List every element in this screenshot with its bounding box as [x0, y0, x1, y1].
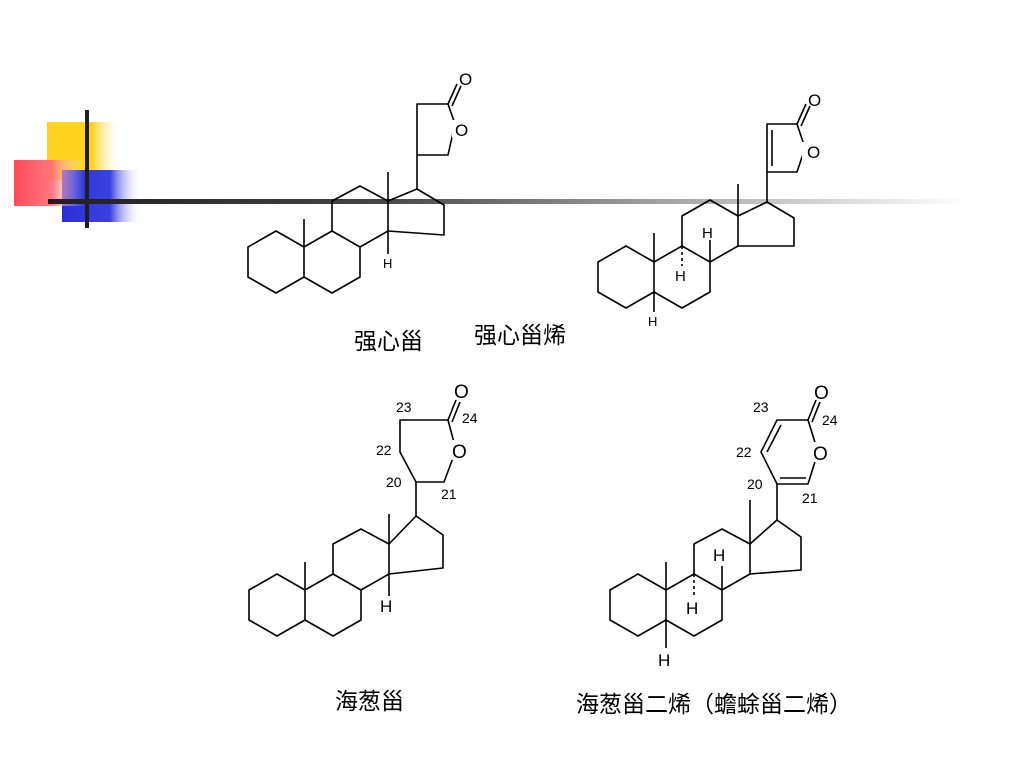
carbonyl-bond-a — [807, 399, 817, 421]
carbonyl-bond-a — [447, 83, 458, 105]
atom-o-ring-4: O — [813, 444, 828, 465]
slide-decoration — [14, 110, 968, 228]
atom-h-c8-2: H — [702, 225, 713, 242]
atom-o-carbonyl-3: O — [454, 382, 469, 403]
carbonyl-bond-b — [811, 401, 821, 423]
ring-c — [681, 199, 739, 263]
ring-b — [653, 245, 711, 309]
atom-h-c5-2: H — [648, 314, 657, 329]
structure-cardenolide — [247, 83, 462, 294]
deco-vertical-line — [85, 110, 89, 228]
o-mask-4 — [811, 442, 829, 462]
label-scillanolide: 海葱甾 — [335, 689, 404, 715]
ring-c — [331, 185, 389, 248]
ring-a — [248, 573, 306, 637]
deco-horizontal-line — [48, 199, 968, 204]
atom-h-c9-4: H — [686, 599, 698, 618]
structure-bufadienolide — [609, 399, 821, 648]
num-20-4: 20 — [747, 476, 763, 492]
ring-d — [387, 188, 445, 236]
num-21-4: 21 — [802, 490, 818, 506]
ring-a — [597, 245, 655, 309]
atom-o-ring-3: O — [452, 442, 467, 463]
o-mask-3 — [451, 440, 469, 460]
num-21-3: 21 — [441, 486, 457, 502]
ring-b — [303, 230, 361, 294]
structure-cardenolide-ene — [597, 103, 811, 312]
label-cardenolide: 强心甾 — [354, 329, 423, 355]
atom-o-carbonyl-1: O — [459, 70, 472, 89]
label-cardenolide-ene: 强心甾烯 — [474, 323, 566, 349]
lactone-ring — [416, 103, 456, 156]
structure-scillanolide — [248, 399, 461, 637]
atom-h-c14-3: H — [380, 597, 392, 616]
pyranone-ring — [760, 419, 819, 485]
carbonyl-bond-a — [447, 399, 457, 421]
ring-b — [665, 573, 723, 637]
ring-a — [247, 230, 305, 294]
o-mask-1 — [452, 120, 468, 138]
num-20-3: 20 — [386, 474, 402, 490]
atom-h-c8-4: H — [713, 546, 725, 565]
label-bufadienolide: 海葱甾二烯（蟾蜍甾二烯） — [576, 692, 852, 718]
carbonyl-bond-b — [451, 401, 461, 423]
atom-o-ring-2: O — [807, 143, 820, 162]
atom-h-c14-1: H — [383, 256, 392, 271]
ring-c — [332, 528, 390, 591]
ring-d — [749, 519, 802, 575]
lactone-ring-6 — [399, 419, 457, 483]
atom-o-carbonyl-2: O — [808, 91, 821, 110]
atom-h-c9-2: H — [675, 268, 686, 285]
double-bond-22-23 — [766, 424, 782, 453]
carbonyl-bond-b — [800, 105, 811, 127]
num-22-4: 22 — [736, 444, 752, 460]
num-23-3: 23 — [396, 399, 412, 415]
butenolide-ring — [766, 123, 806, 173]
num-23-4: 23 — [753, 399, 769, 415]
ring-a — [609, 573, 667, 637]
atom-h-c5-4: H — [658, 651, 670, 670]
num-24-3: 24 — [462, 410, 478, 426]
ring-d — [388, 515, 444, 575]
atom-o-ring-1: O — [455, 121, 468, 140]
num-24-4: 24 — [822, 412, 838, 428]
deco-red-square — [14, 160, 84, 206]
carbonyl-bond-b — [451, 85, 462, 107]
ring-b — [304, 573, 362, 637]
o-mask-2 — [802, 142, 820, 160]
ring-c — [693, 528, 751, 591]
ring-d — [737, 201, 795, 247]
atom-o-carbonyl-4: O — [814, 383, 829, 404]
carbonyl-bond-a — [796, 103, 807, 125]
num-22-3: 22 — [376, 442, 392, 458]
